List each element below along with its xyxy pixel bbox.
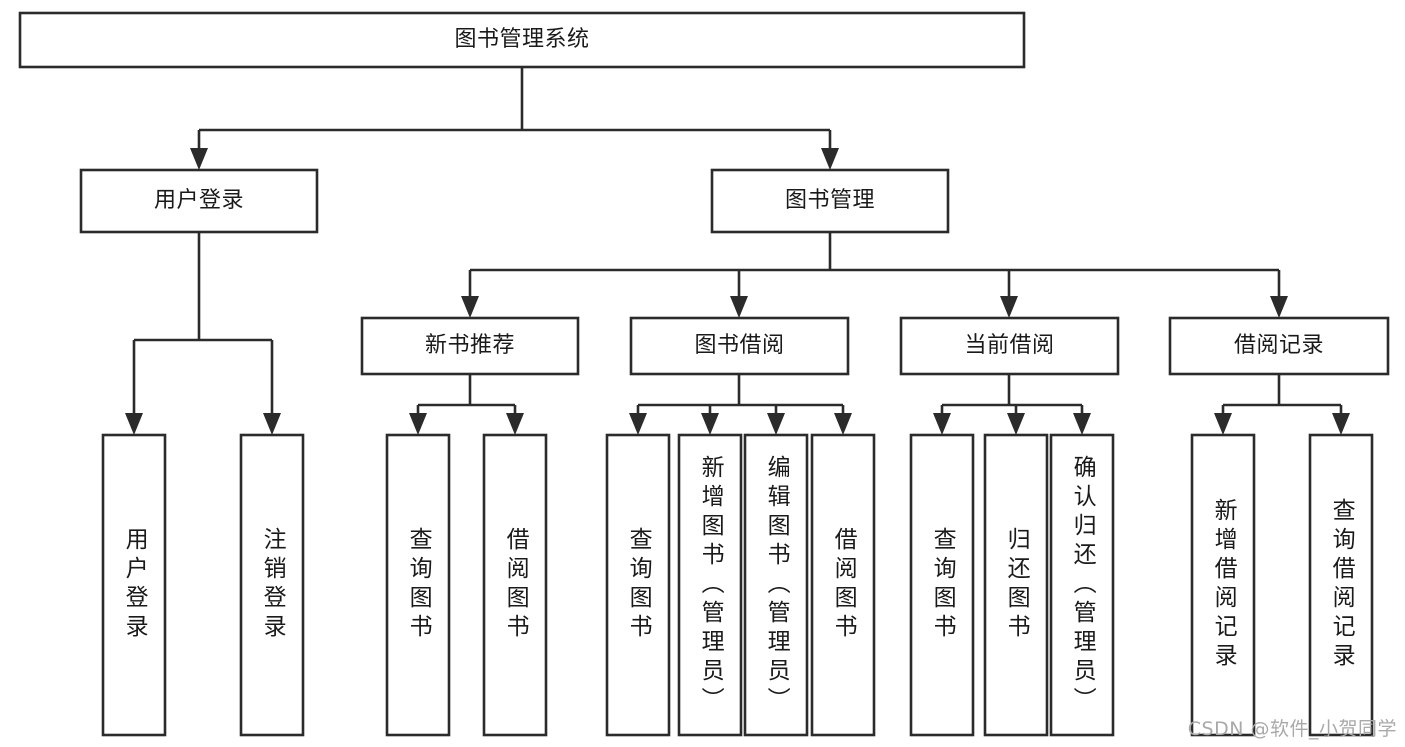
connector-group-new-book [409,374,524,435]
connector-group-book-borrow [629,374,852,435]
arrow-bookmgmt-to-newbook [461,296,479,318]
arrow-root-to-user-login [190,148,208,170]
arrow-root-to-book-mgmt [821,148,839,170]
leaf-box-return-book[interactable] [983,433,1049,737]
arrow-bookborrow-to-add [701,413,719,435]
node-box-borrow-records[interactable] [1168,316,1390,376]
arrow-borrowrecords-to-add [1214,413,1232,435]
csdn-watermark: CSDN @软件_小贺同学 [1187,718,1397,740]
arrow-bookmgmt-to-borrow [730,296,748,318]
arrow-currentborrow-to-confirm [1073,413,1091,435]
connector-group-book-mgmt [461,232,1288,318]
leaf-box-edit-book[interactable] [743,433,809,737]
arrow-bookborrow-to-query [629,413,647,435]
node-box-new-book-recommend[interactable] [360,316,580,376]
connector-group-user-login [125,232,281,435]
leaf-box-borrow-book-2[interactable] [810,433,876,737]
node-box-book-management[interactable] [710,168,950,234]
leaf-box-logout[interactable] [239,433,305,737]
leaf-box-confirm-return[interactable] [1049,433,1115,737]
leaf-box-query-book-3[interactable] [909,433,975,737]
connector-group-borrow-records [1214,374,1350,435]
arrow-userlogin-to-logout [263,413,281,435]
node-box-book-borrow[interactable] [629,316,850,376]
node-box-user-login[interactable] [79,168,319,234]
arrow-newbook-to-query [409,413,427,435]
arrow-userlogin-to-login [125,413,143,435]
leaf-box-query-book-2[interactable] [605,433,671,737]
leaf-box-add-borrow-record[interactable] [1190,433,1256,737]
leaf-box-borrow-book-1[interactable] [482,433,548,737]
arrow-bookborrow-to-borrow [834,413,852,435]
leaf-box-query-book-1[interactable] [385,433,451,737]
arrow-newbook-to-borrow [506,413,524,435]
leaf-box-user-login[interactable] [101,433,167,737]
arrow-bookmgmt-to-records [1270,296,1288,318]
leaf-box-query-borrow-record[interactable] [1308,433,1374,737]
arrow-bookborrow-to-edit [767,413,785,435]
connector-group-current-borrow [933,374,1091,435]
arrow-borrowrecords-to-query [1332,413,1350,435]
connector-group-root [190,67,839,170]
leaf-box-add-book[interactable] [677,433,743,737]
node-box-current-borrow[interactable] [899,316,1120,376]
arrow-currentborrow-to-query [933,413,951,435]
arrow-bookmgmt-to-current [1000,296,1018,318]
node-box-root[interactable] [18,11,1026,69]
arrow-currentborrow-to-return [1007,413,1025,435]
